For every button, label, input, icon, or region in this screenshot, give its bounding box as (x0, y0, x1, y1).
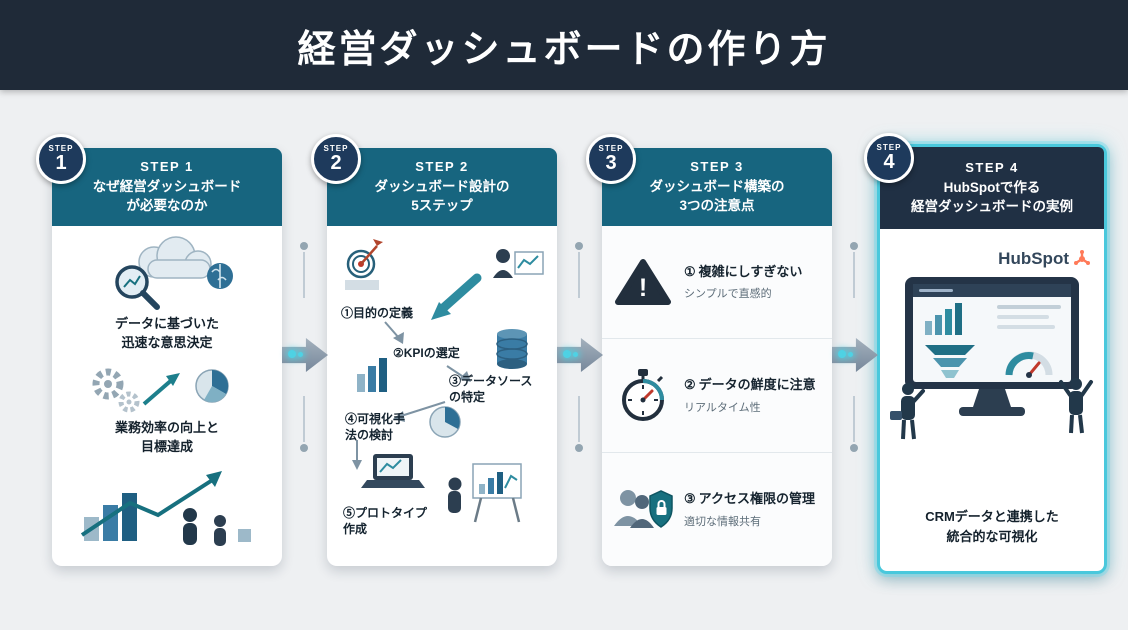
caution-number-1: ① (684, 263, 696, 279)
access-shield-icon (612, 482, 674, 536)
step4-label: STEP 4 (965, 159, 1019, 175)
step1-header: STEP 1 なぜ経営ダッシュボード が必要なのか (52, 148, 282, 226)
step4-caption: CRMデータと連携した 統合的な可視化 (925, 508, 1059, 544)
step1-body: データに基づいた 迅速な意思決定 業務効率の向上と 目標達成 (52, 226, 282, 566)
step4-badge: STEP 4 (864, 133, 914, 183)
glow-dot (573, 352, 578, 357)
dashboard-monitor-illustration (905, 277, 1079, 416)
step1-card: STEP 1 STEP 1 なぜ経営ダッシュボード が必要なのか データに基づい… (36, 134, 282, 566)
glow-dot (563, 350, 571, 358)
celebrating-person-illustration (1059, 378, 1093, 434)
bar-chart-team-illustration (80, 471, 251, 547)
connector-line (853, 396, 855, 442)
step2-item-5: ⑤プロトタイプ 作成 (343, 506, 428, 536)
stopwatch-icon (612, 367, 674, 423)
step2-item-3: ③データソース の特定 (449, 374, 533, 404)
step2-item-2: ②KPIの選定 (393, 346, 460, 360)
step3-header: STEP 3 ダッシュボード構築の 3つの注意点 (602, 148, 832, 226)
step2-item-1: ①目的の定義 (341, 306, 414, 320)
connector-line (303, 396, 305, 442)
caution-sub-3: 適切な情報共有 (684, 515, 761, 528)
step2-badge: STEP 2 (311, 134, 361, 184)
step2-label: STEP 2 (415, 158, 469, 174)
step1-badge: STEP 1 (36, 134, 86, 184)
connector-dot (575, 242, 583, 250)
step2-title: ダッシュボード設計の 5ステップ (374, 178, 510, 213)
caution-sub-1: シンプルで直感的 (684, 288, 772, 301)
step4-title: HubSpotで作る 経営ダッシュボードの実例 (911, 179, 1073, 214)
step2-body: ①目的の定義 ②KPIの選定 ③データソース の特定 ④可視化手 法の検討 ⑤プ… (327, 226, 557, 566)
connector-line (853, 252, 855, 298)
page-header: 経営ダッシュボードの作り方 (0, 0, 1128, 90)
connector-dot (850, 444, 858, 452)
step4-header: STEP 4 HubSpotで作る 経営ダッシュボードの実例 (880, 147, 1104, 229)
step3-label: STEP 3 (690, 158, 744, 174)
glow-dot (298, 352, 303, 357)
warning-icon: ! (612, 257, 674, 307)
glow-dot (838, 350, 846, 358)
step2-card: STEP 2 STEP 2 ダッシュボード設計の 5ステップ (311, 134, 557, 566)
step1-label: STEP 1 (140, 158, 194, 174)
step1-title: なぜ経営ダッシュボード が必要なのか (92, 178, 242, 213)
glow-dot (848, 352, 853, 357)
connector-dot (575, 444, 583, 452)
connector-dot (850, 242, 858, 250)
hubspot-logo: HubSpot (998, 249, 1092, 269)
glow-dot (288, 350, 296, 358)
caution-sub-2: リアルタイム性 (684, 401, 761, 414)
caution-title-2: データの鮮度に注意 (698, 377, 816, 393)
caution-title-3: アクセス権限の管理 (698, 490, 816, 506)
step1-point-1: データに基づいた 迅速な意思決定 (114, 316, 219, 350)
caution-title-1: 複雑にしすぎない (698, 263, 803, 279)
step4-card: STEP 4 STEP 4 HubSpotで作る 経営ダッシュボードの実例 Hu… (864, 133, 1107, 574)
page-title: 経営ダッシュボードの作り方 (297, 28, 831, 71)
step2-header: STEP 2 ダッシュボード設計の 5ステップ (327, 148, 557, 226)
businessperson-illustration (890, 383, 925, 440)
step4-body: HubSpot (880, 229, 1104, 571)
step1-point-2: 業務効率の向上と 目標達成 (114, 419, 219, 454)
gears-growth-pie-illustration (92, 368, 229, 413)
svg-text:!: ! (639, 274, 647, 302)
hubspot-sprocket-icon (1074, 250, 1090, 265)
caution-number-2: ② (684, 377, 696, 393)
caution-number-3: ③ (684, 490, 696, 506)
step2-item-4: ④可視化手 法の検討 (345, 412, 406, 442)
hubspot-wordmark: HubSpot (998, 249, 1069, 268)
connector-line (578, 396, 580, 442)
connector-line (578, 252, 580, 298)
connector-dot (300, 242, 308, 250)
step3-title: ダッシュボード構築の 3つの注意点 (649, 178, 785, 213)
connector-dot (300, 444, 308, 452)
cloud-brain-magnifier-illustration (115, 236, 233, 310)
design-flow-illustration (345, 239, 544, 523)
connector-line (303, 252, 305, 298)
step3-badge: STEP 3 (586, 134, 636, 184)
